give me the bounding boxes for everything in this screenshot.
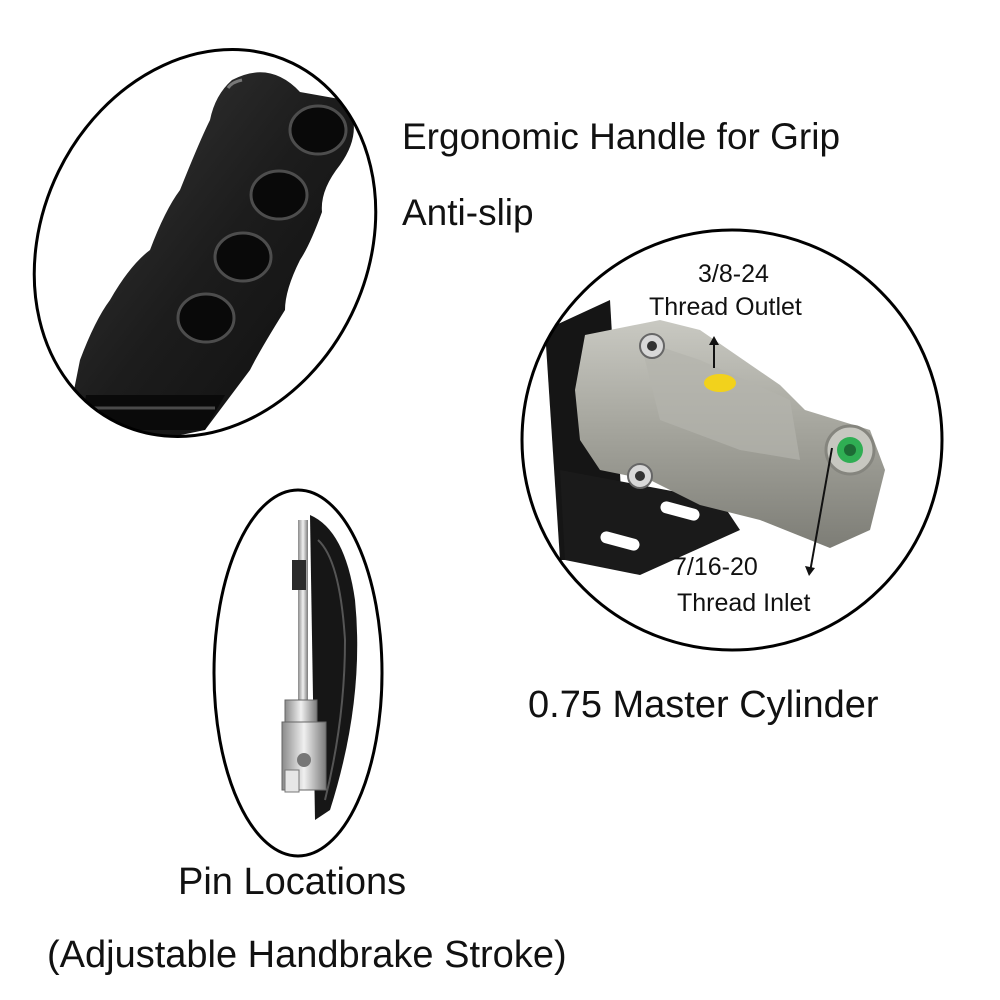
- inlet-arrow-icon: [809, 447, 833, 573]
- thread-inlet-label: Thread Inlet: [677, 589, 811, 617]
- adjustable-stroke-caption: (Adjustable Handbrake Stroke): [47, 934, 567, 976]
- thread-inlet-size: 7/16-20: [673, 553, 758, 581]
- yellow-cap-icon: [704, 374, 736, 392]
- pin-locations-photo: [212, 488, 384, 858]
- thread-outlet-label: Thread Outlet: [649, 293, 802, 321]
- master-cylinder-photo: [520, 228, 944, 652]
- cylinder-frame: [520, 228, 944, 652]
- master-cylinder-caption: 0.75 Master Cylinder: [528, 684, 879, 726]
- grip-handle-photo: [32, 48, 378, 461]
- ergonomic-handle-caption: Ergonomic Handle for Grip: [402, 116, 841, 157]
- thread-outlet-size: 3/8-24: [698, 260, 769, 288]
- pin-frame: [212, 488, 384, 858]
- pin-locations-caption: Pin Locations: [178, 861, 407, 903]
- anti-slip-caption: Anti-slip: [402, 192, 534, 233]
- grip-frame: [32, 48, 378, 438]
